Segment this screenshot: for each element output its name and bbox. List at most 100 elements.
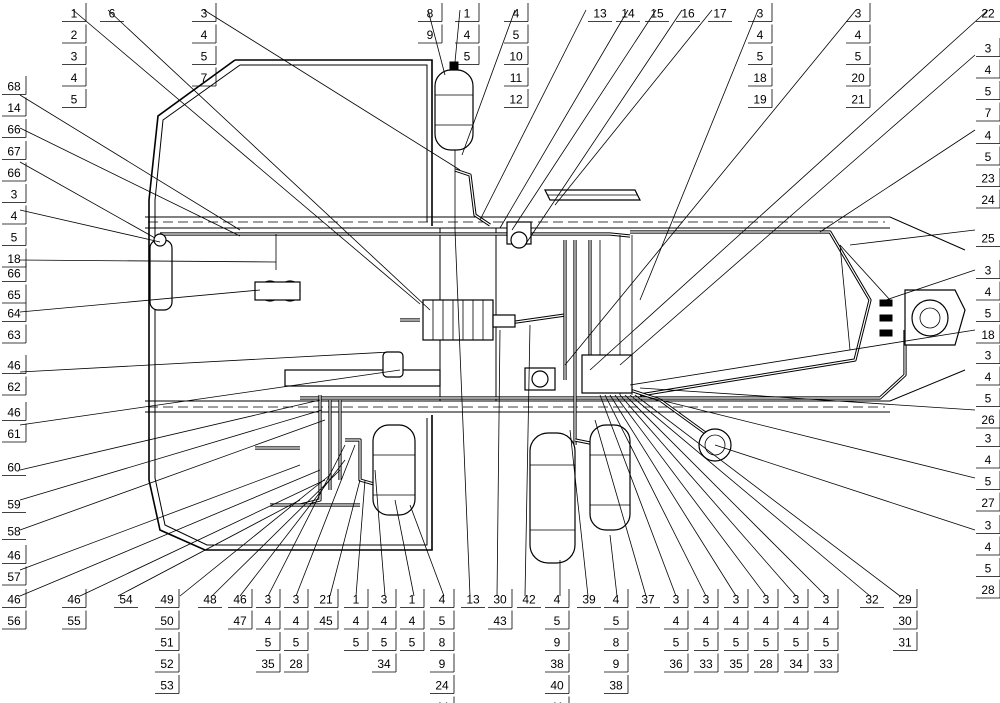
callout-number: 5 <box>293 636 300 650</box>
callout-number: 8 <box>613 636 620 650</box>
callout-number: 46 <box>7 593 21 607</box>
callout-number: 4 <box>613 593 620 607</box>
callout-number: 26 <box>981 413 995 427</box>
callout-number: 4 <box>985 129 992 143</box>
callout-number: 5 <box>703 636 710 650</box>
callout-number: 18 <box>7 252 21 266</box>
callout-number: 4 <box>11 209 18 223</box>
callout-number: 16 <box>681 7 695 21</box>
callout-number: 4 <box>201 28 208 42</box>
callout-number: 8 <box>427 7 434 21</box>
callout-stack: 17 <box>708 7 732 22</box>
callout-number: 5 <box>985 150 992 164</box>
callout-stack: 16 <box>676 7 700 22</box>
callout-number: 4 <box>823 614 830 628</box>
callout-number: 57 <box>7 570 21 584</box>
callout-number: 67 <box>7 145 21 159</box>
callout-number: 3 <box>673 593 680 607</box>
callout-number: 5 <box>353 636 360 650</box>
callout-number: 46 <box>67 593 81 607</box>
callout-number: 6 <box>109 7 116 21</box>
callout-stack: 60 <box>2 461 26 476</box>
callout-number: 24 <box>435 679 449 693</box>
relay-valve <box>524 354 633 394</box>
callout-number: 4 <box>265 614 272 628</box>
callout-stack: 22 <box>976 7 1000 22</box>
callout-number: 5 <box>613 614 620 628</box>
callout-number: 60 <box>7 461 21 475</box>
callout-number: 5 <box>855 50 862 64</box>
compressor <box>254 280 301 302</box>
callout-number: 24 <box>981 193 995 207</box>
callout-number: 37 <box>641 593 655 607</box>
pedal-valve <box>382 351 404 378</box>
callout-number: 4 <box>71 71 78 85</box>
leader-lines <box>19 9 989 597</box>
callout-number: 3 <box>293 593 300 607</box>
callout-stack: 58 <box>2 525 26 540</box>
callout-number: 68 <box>7 80 21 94</box>
callout-stack: 54 <box>114 593 138 608</box>
callout-number: 9 <box>439 657 446 671</box>
callout-number: 46 <box>7 359 21 373</box>
callout-number: 5 <box>201 50 208 64</box>
callout-number: 5 <box>985 85 992 99</box>
callout-number: 3 <box>823 593 830 607</box>
callout-stack: 29 30 31 <box>893 589 918 651</box>
callout-number: 4 <box>733 614 740 628</box>
callout-number: 54 <box>119 593 133 607</box>
callout-number: 3 <box>985 264 992 278</box>
callout-number: 27 <box>981 496 995 510</box>
callout-number: 66 <box>7 123 21 137</box>
callout-number: 13 <box>466 593 480 607</box>
callout-stack: 59 <box>2 498 26 513</box>
callout-number: 14 <box>621 7 635 21</box>
callout-number: 3 <box>985 432 992 446</box>
callout-number: 32 <box>865 593 879 607</box>
callout-number: 4 <box>353 614 360 628</box>
callout-number: 1 <box>409 593 416 607</box>
callout-number: 5 <box>793 636 800 650</box>
callout-number: 52 <box>160 657 174 671</box>
callout-number: 3 <box>793 593 800 607</box>
callout-stack: 145 <box>455 3 480 65</box>
callout-number: 8 <box>439 636 446 650</box>
callout-number: 4 <box>409 614 416 628</box>
callout-stack: 45892444 <box>430 589 455 703</box>
callout-number: 38 <box>609 679 623 693</box>
callout-number: 40 <box>550 679 564 693</box>
callout-stack: 6 <box>100 7 124 22</box>
cab-outline <box>148 59 433 551</box>
callout-number: 4 <box>673 614 680 628</box>
callout-number: 25 <box>981 232 995 246</box>
callout-number: 43 <box>493 614 507 628</box>
callout-number: 9 <box>613 657 620 671</box>
callout-number: 13 <box>593 7 607 21</box>
callout-number: 5 <box>985 392 992 406</box>
callout-stack: 48 <box>198 593 222 608</box>
callout-number: 64 <box>7 307 21 321</box>
callout-number: 58 <box>7 525 21 539</box>
callout-number: 38 <box>550 657 564 671</box>
callout-number: 5 <box>733 636 740 650</box>
callout-number: 39 <box>582 593 596 607</box>
callout-number: 4 <box>763 614 770 628</box>
callout-number: 19 <box>753 93 767 107</box>
callout-number: 4 <box>293 614 300 628</box>
callout-number: 3 <box>757 7 764 21</box>
callout-number: 47 <box>233 614 247 628</box>
callout-number: 29 <box>898 593 912 607</box>
air-dryer <box>506 221 532 249</box>
callout-number: 31 <box>898 636 912 650</box>
callout-number: 65 <box>7 288 21 302</box>
callout-number: 17 <box>713 7 727 21</box>
callout-number: 1 <box>464 7 471 21</box>
callout-number: 30 <box>898 614 912 628</box>
